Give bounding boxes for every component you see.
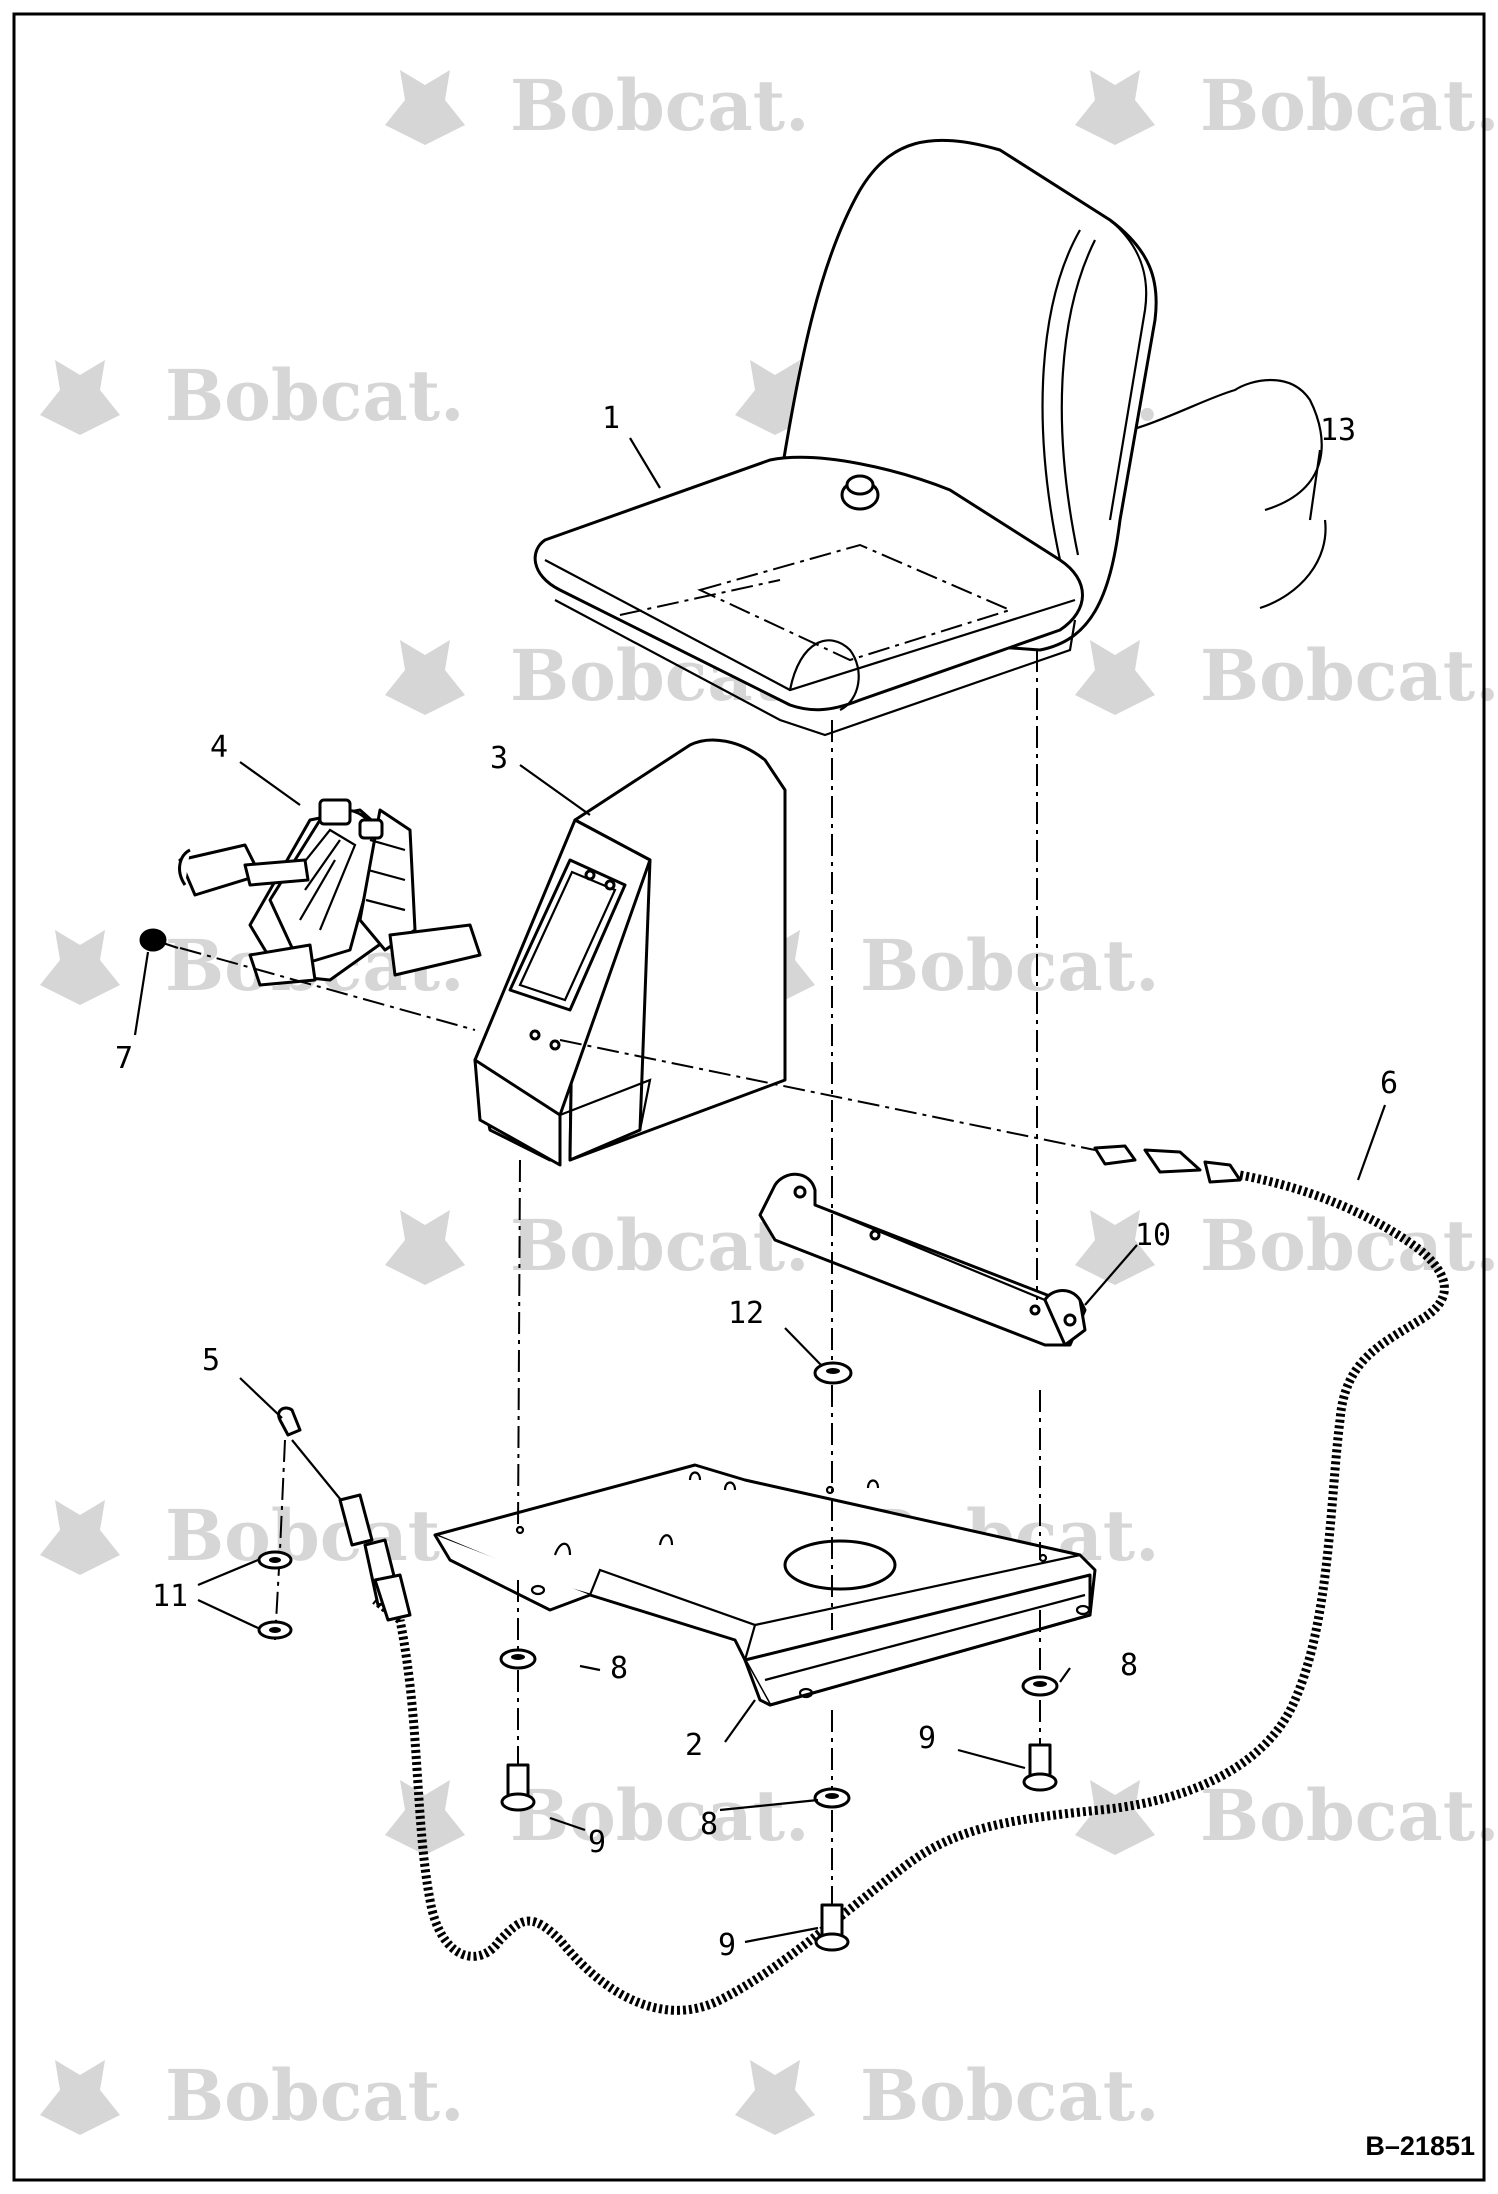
watermark-text: Bobcat. bbox=[1200, 1204, 1498, 1287]
callout-8c: 8 bbox=[700, 1807, 718, 1842]
assembly-line-left bbox=[517, 1159, 521, 1770]
callout-9a: 9 bbox=[918, 1721, 936, 1756]
watermark-layer: Bobcat. Bobcat. Bobcat. Bobcat. Bobcat. Bobca… bbox=[40, 64, 1498, 2137]
watermark-logo-icon bbox=[385, 640, 465, 715]
callout-13: 13 bbox=[1320, 413, 1356, 448]
watermark-text: Bobcat. bbox=[510, 1774, 809, 1857]
diagram-frame bbox=[12, 12, 1486, 2182]
watermark-text: Bobcat. bbox=[165, 2054, 464, 2137]
watermark-text: Bobcat. bbox=[165, 354, 464, 437]
watermark-logo-icon bbox=[1075, 1780, 1155, 1855]
watermark-text: Bobcat. bbox=[510, 1204, 809, 1287]
callout-labels: 1 13 3 4 7 6 10 12 5 11 8 8 2 9 9 8 9 bbox=[115, 401, 1398, 1963]
bolts-9 bbox=[500, 1743, 1058, 1952]
callout-8a: 8 bbox=[610, 1651, 628, 1686]
assembly-line-7-to-6 bbox=[559, 1039, 1096, 1151]
callout-3: 3 bbox=[490, 741, 508, 776]
callout-7: 7 bbox=[115, 1041, 133, 1076]
callout-9b: 9 bbox=[588, 1825, 606, 1860]
watermark-text: Bobcat. bbox=[165, 1494, 464, 1577]
leader-lines bbox=[133, 437, 1387, 1944]
callout-6: 6 bbox=[1380, 1066, 1398, 1101]
watermark-logo-icon bbox=[1075, 1210, 1155, 1285]
callout-5: 5 bbox=[202, 1343, 220, 1378]
washers-8 bbox=[499, 1648, 1059, 1809]
callout-4: 4 bbox=[210, 730, 228, 765]
callout-2: 2 bbox=[685, 1728, 703, 1763]
watermark-text: Bobcat. bbox=[860, 924, 1159, 1007]
watermark-text: Bobcat. bbox=[860, 2054, 1159, 2137]
washer-12 bbox=[813, 1361, 853, 1385]
watermark-logo-icon bbox=[735, 2060, 815, 2135]
document-id: B–21851 bbox=[1365, 2131, 1475, 2161]
bolt-7 bbox=[139, 928, 476, 1031]
assembly-line-right bbox=[1036, 650, 1041, 1760]
washers-10 bbox=[257, 1550, 293, 1640]
joystick-control bbox=[178, 798, 482, 987]
seat bbox=[533, 138, 1158, 737]
callout-11: 10 bbox=[1135, 1218, 1171, 1253]
watermark-text: Bobcat. bbox=[1200, 634, 1498, 717]
callout-1: 1 bbox=[602, 401, 620, 436]
control-console bbox=[473, 738, 787, 1167]
cable-end bbox=[274, 1406, 412, 1641]
watermark-text: Bobcat. bbox=[1200, 64, 1498, 147]
watermark-logo-icon bbox=[40, 1500, 120, 1575]
seat-mount-plate bbox=[433, 1463, 1097, 1707]
watermark-logo-icon bbox=[1075, 70, 1155, 145]
watermark-logo-icon bbox=[40, 360, 120, 435]
callout-12: 12 bbox=[728, 1296, 764, 1331]
watermark-text: Bobcat. bbox=[1200, 1774, 1498, 1857]
watermark-text: Bobcat. bbox=[510, 64, 809, 147]
bracket bbox=[758, 1172, 1087, 1347]
callout-10: 11 bbox=[152, 1579, 188, 1614]
control-cable bbox=[372, 1144, 1449, 2015]
watermark-logo-icon bbox=[1075, 640, 1155, 715]
watermark-logo-icon bbox=[40, 2060, 120, 2135]
callout-8b: 8 bbox=[1120, 1648, 1138, 1683]
watermark-logo-icon bbox=[40, 930, 120, 1005]
callout-9c: 9 bbox=[718, 1928, 736, 1963]
watermark-logo-icon bbox=[385, 70, 465, 145]
watermark-logo-icon bbox=[385, 1780, 465, 1855]
watermark-logo-icon bbox=[385, 1210, 465, 1285]
